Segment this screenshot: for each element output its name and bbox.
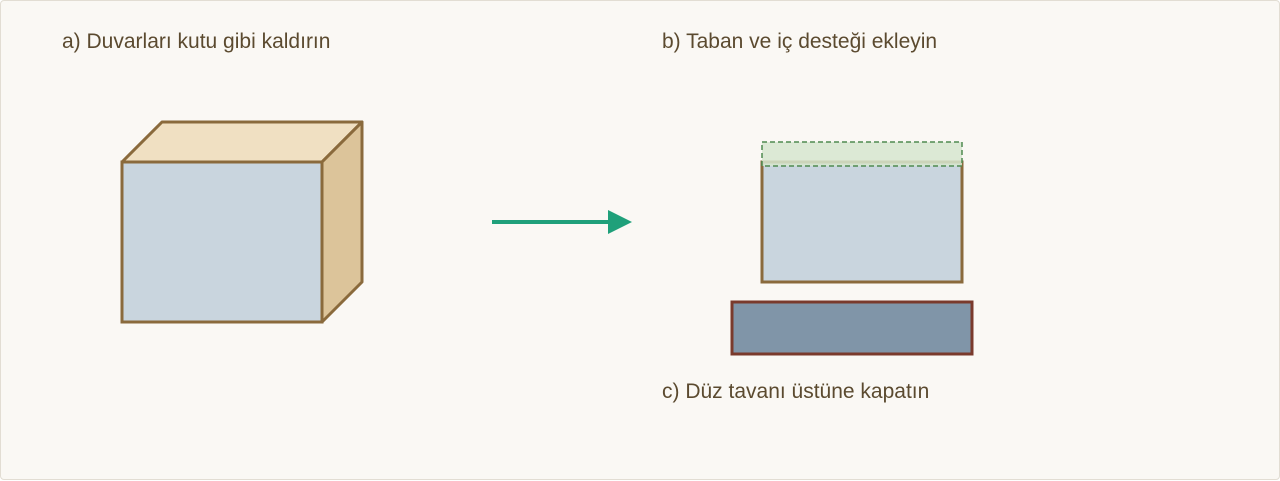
inner-support [761, 141, 963, 167]
wall-panel [760, 160, 964, 284]
arrow-right-icon [492, 210, 632, 234]
box-front-face [120, 160, 324, 324]
flat-ceiling-panel [730, 300, 974, 356]
step-b-label: b) Taban ve iç desteği ekleyin [662, 30, 938, 53]
step-a-label: a) Duvarları kutu gibi kaldırın [62, 30, 331, 53]
assembly-illustration [730, 141, 974, 356]
step-c-label: c) Düz tavanı üstüne kapatın [662, 380, 930, 403]
box-illustration [120, 120, 364, 324]
